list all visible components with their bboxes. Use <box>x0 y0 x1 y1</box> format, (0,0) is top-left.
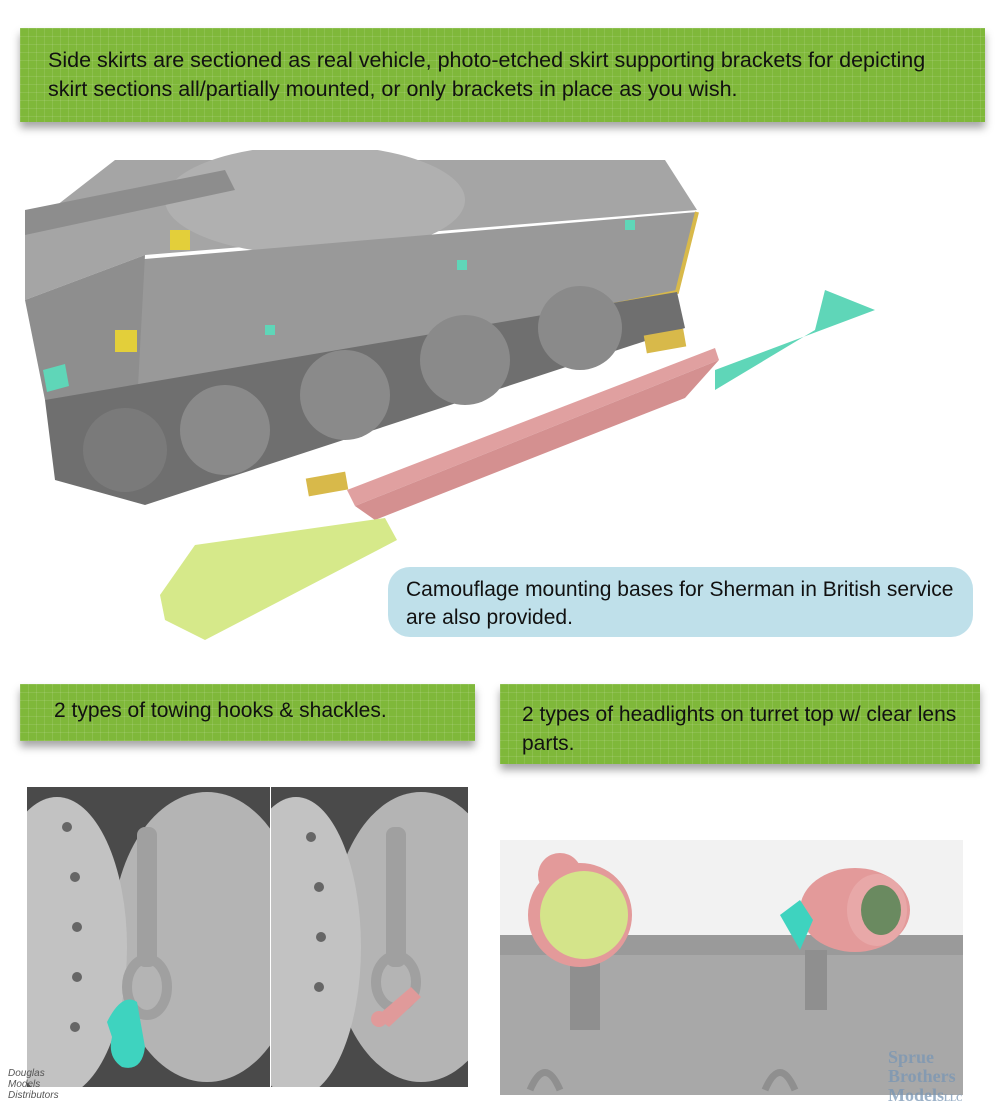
douglas-line3: Distributors <box>8 1090 59 1101</box>
skirts-callout-text: Side skirts are sectioned as real vehicl… <box>48 48 926 101</box>
towing-hook-render <box>27 787 270 1087</box>
pink-shackle <box>376 987 421 1027</box>
turret <box>165 150 465 255</box>
sprue-brothers-watermark: Sprue Brothers ModelsLLC <box>888 1048 988 1112</box>
skirt-section <box>347 348 719 506</box>
sprue-line2: Brothers <box>888 1066 956 1086</box>
drive-sprocket <box>83 408 167 492</box>
teal-hook <box>107 999 145 1068</box>
towing-hook-photo-pink <box>271 787 468 1087</box>
front-bracket <box>43 364 69 392</box>
hooks-callout-text: 2 types of towing hooks & shackles. <box>54 699 387 722</box>
headlight-photo-1 <box>500 840 705 1095</box>
sprue-line1: Sprue <box>888 1047 935 1067</box>
sprue-suffix: LLC <box>944 1093 963 1103</box>
gun-barrel <box>25 170 235 235</box>
pe-bracket <box>643 328 687 354</box>
tow-fitting <box>115 330 137 352</box>
skirt-section-face <box>355 360 719 520</box>
headlight-render-2 <box>705 868 963 1095</box>
towing-hook-photo-teal <box>27 787 270 1087</box>
skirts-callout-banner: Side skirts are sectioned as real vehicl… <box>20 28 985 122</box>
tank-illustration <box>25 150 875 640</box>
douglas-models-watermark: Douglas Models Distributors <box>8 1068 120 1108</box>
headlight-render-1 <box>500 853 705 1095</box>
rear-skirt <box>715 290 875 390</box>
hull-side <box>115 212 697 405</box>
bogie-wheel <box>300 350 390 440</box>
douglas-line1: Douglas <box>8 1068 45 1079</box>
camouflage-callout-bubble: Camouflage mounting bases for Sherman in… <box>388 567 973 637</box>
tow-fitting <box>170 230 190 250</box>
bogie-wheel <box>180 385 270 475</box>
shackle-render <box>271 787 468 1087</box>
camouflage-base <box>160 518 397 640</box>
bogie-wheel <box>538 286 622 370</box>
skirt-fitting <box>457 260 467 270</box>
headlights-callout-banner: 2 types of headlights on turret top w/ c… <box>500 684 980 764</box>
hooks-callout-banner: 2 types of towing hooks & shackles. <box>20 684 475 741</box>
tank-skirts-render <box>25 150 885 650</box>
bogie-wheel <box>420 315 510 405</box>
camouflage-callout-text: Camouflage mounting bases for Sherman in… <box>406 578 954 629</box>
sprue-line3: Models <box>888 1085 944 1105</box>
teal-light-bracket <box>780 900 813 950</box>
skirt-fitting <box>265 325 275 335</box>
skirt-fitting <box>625 220 635 230</box>
headlights-callout-text: 2 types of headlights on turret top w/ c… <box>522 703 957 755</box>
douglas-line2: Models <box>8 1079 41 1090</box>
pe-bracket <box>305 471 349 497</box>
headlight-photo-2 <box>705 840 963 1095</box>
